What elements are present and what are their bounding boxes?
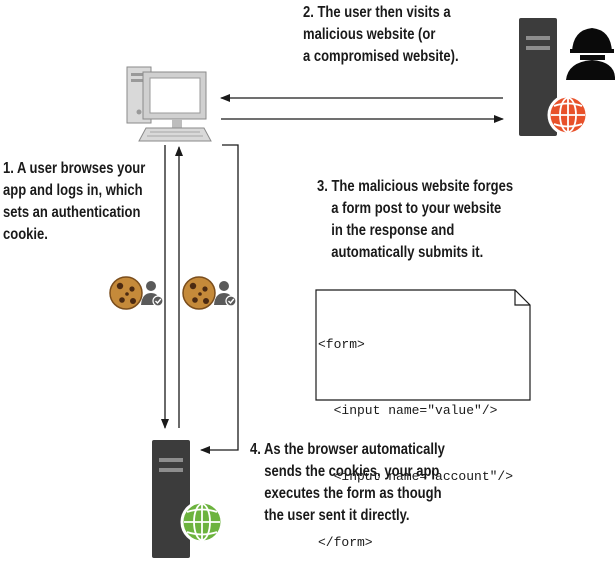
step-3-label: 3. The malicious website forges a form p… — [317, 178, 514, 261]
code-line: <form> — [318, 337, 365, 352]
web-server-icon — [152, 440, 224, 558]
cookie-icon — [182, 276, 216, 310]
user-check-icon — [141, 281, 164, 307]
arrow-forged-post-to-app — [200, 144, 239, 454]
code-line: <input name="value"/> — [318, 403, 498, 418]
user-check-icon — [214, 281, 237, 307]
form-code-snippet: <form> <input name="value"/> <input name… — [318, 290, 513, 576]
hacker-server-icon — [519, 18, 615, 136]
globe-icon — [547, 94, 589, 136]
globe-icon — [180, 500, 224, 544]
code-line: <input name="account"/> — [318, 469, 514, 484]
desktop-computer-icon — [126, 66, 212, 142]
step-4-label: 4. As the browser automatically sends th… — [250, 441, 445, 524]
connector-arrows — [161, 94, 504, 454]
code-line: </form> — [318, 535, 373, 550]
code-note-box — [315, 289, 531, 401]
step-2-label: 2. The user then visits a malicious webs… — [303, 4, 459, 65]
cookie-icon — [109, 276, 143, 310]
step-1-label: 1. A user browses your app and logs in, … — [3, 160, 146, 243]
